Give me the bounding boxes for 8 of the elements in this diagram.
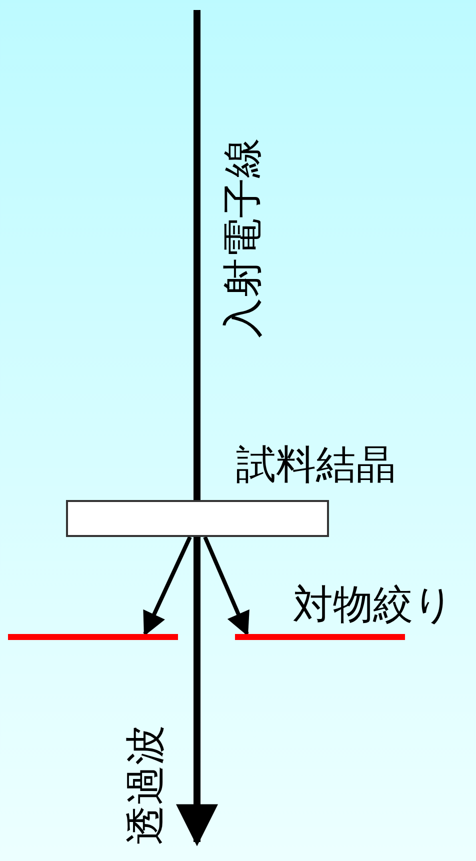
arrow — [143, 536, 192, 636]
edge-label: 透過波 — [122, 725, 170, 845]
beam-line — [194, 10, 200, 500]
edge-label: 入射電子線 — [219, 138, 267, 338]
aperture-label: 対物絞り — [293, 581, 454, 630]
arrow — [176, 537, 218, 846]
box-heading: 試料結晶 — [236, 441, 396, 490]
arrow — [203, 536, 250, 636]
